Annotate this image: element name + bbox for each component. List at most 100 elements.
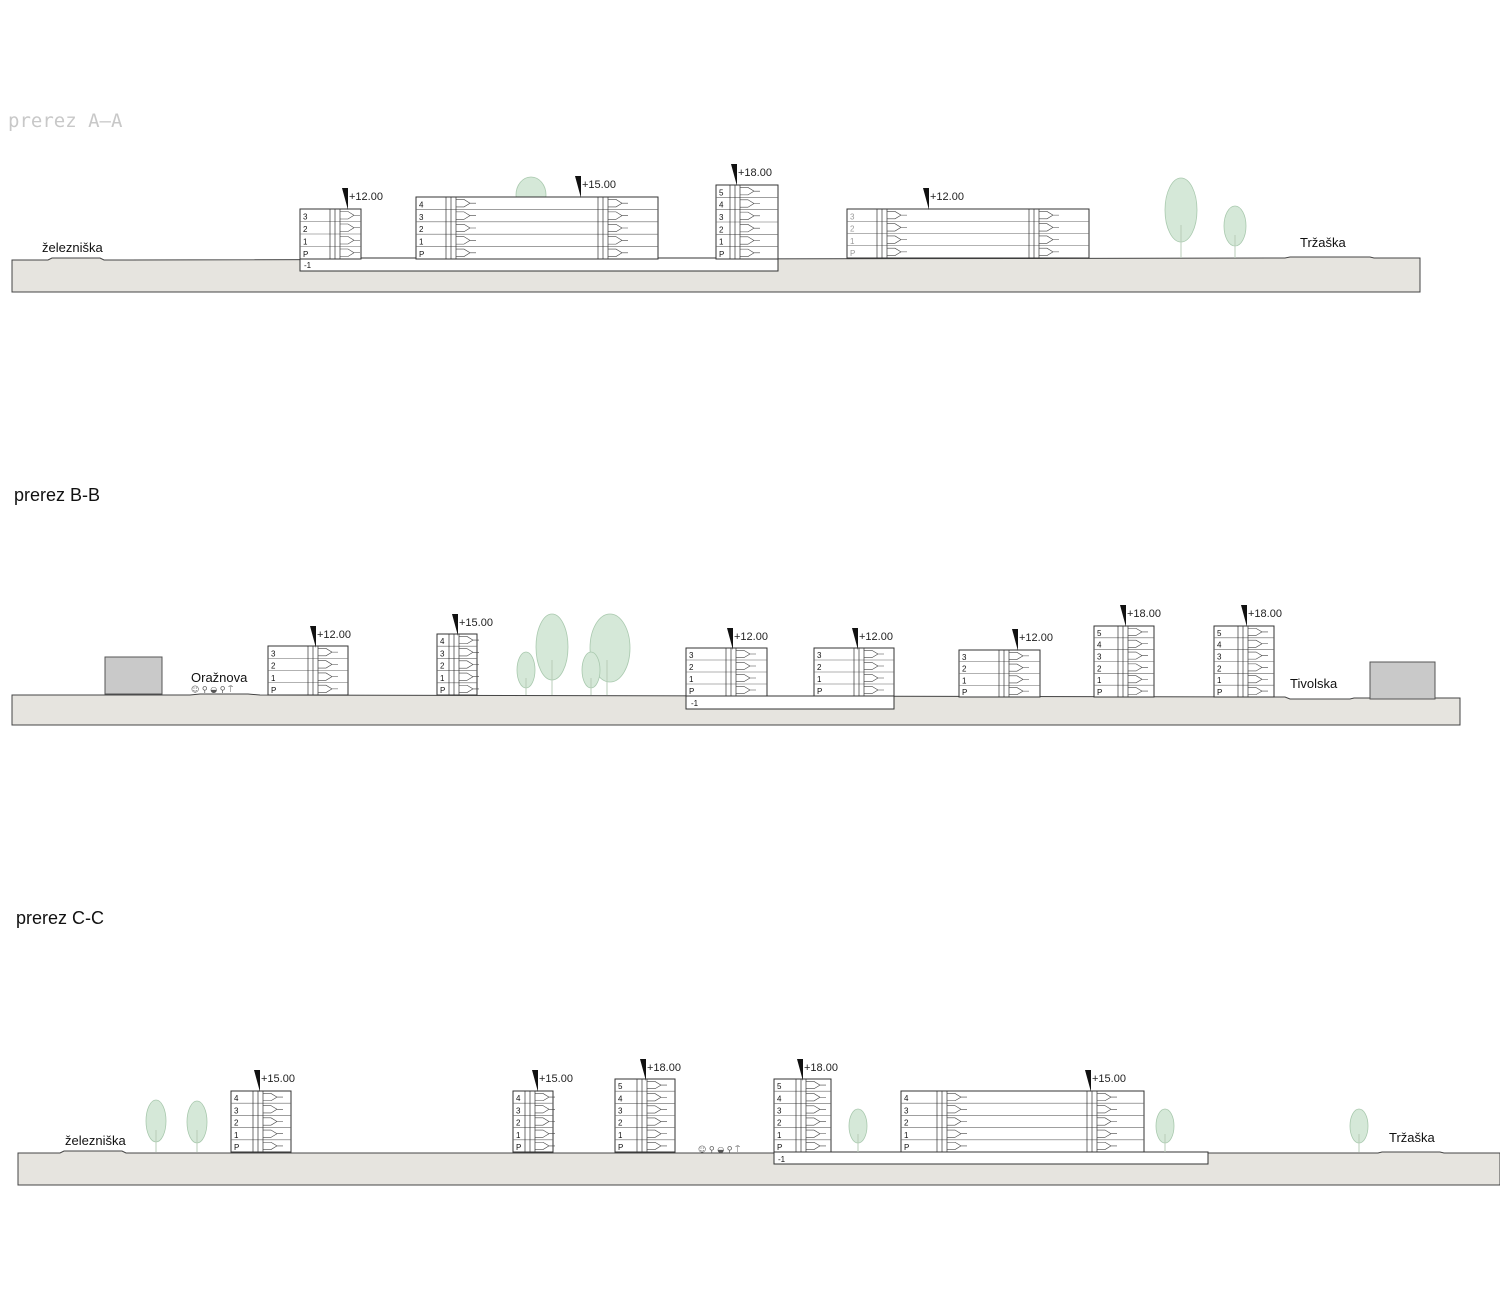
stair-fan bbox=[736, 674, 756, 682]
stair-fan bbox=[1039, 235, 1059, 244]
height-label: +15.00 bbox=[539, 1073, 573, 1085]
height-marker: +18.00 bbox=[731, 164, 772, 186]
height-label: +12.00 bbox=[859, 631, 893, 643]
basement-a-label: -1 bbox=[304, 261, 312, 270]
floor-label: 1 bbox=[850, 237, 855, 246]
stair-fan bbox=[1248, 639, 1268, 648]
stair-fan bbox=[459, 636, 479, 645]
building-outline bbox=[900, 1090, 1145, 1153]
stair-fan bbox=[740, 211, 760, 220]
floor-label: 1 bbox=[817, 675, 822, 684]
stair-fan bbox=[647, 1117, 667, 1126]
height-marker: +15.00 bbox=[575, 176, 616, 198]
height-label: +12.00 bbox=[930, 191, 964, 203]
stair-fan bbox=[535, 1093, 555, 1102]
floor-label: 2 bbox=[850, 225, 855, 234]
stair-fan bbox=[647, 1081, 667, 1090]
floor-label: 3 bbox=[303, 213, 308, 222]
stair-fan bbox=[1128, 651, 1148, 660]
stair-fan bbox=[1097, 1117, 1117, 1126]
stair-fan bbox=[1097, 1105, 1117, 1114]
stair-fan bbox=[1128, 639, 1148, 648]
stair-fan bbox=[864, 674, 884, 682]
stair-fan bbox=[608, 236, 628, 245]
floor-label: P bbox=[817, 687, 822, 696]
floor-label: 5 bbox=[777, 1082, 782, 1091]
height-flag-icon bbox=[575, 176, 581, 198]
stair-fan bbox=[263, 1117, 283, 1126]
stair-fan bbox=[459, 684, 479, 693]
floor-label: 1 bbox=[777, 1131, 782, 1140]
stair-fan bbox=[806, 1129, 826, 1138]
stair-fan bbox=[1009, 652, 1029, 660]
stair-fan bbox=[318, 648, 338, 657]
stair-fan bbox=[263, 1105, 283, 1114]
section-c-title: prerez C-C bbox=[16, 908, 104, 928]
floor-label: 1 bbox=[1097, 676, 1102, 685]
stair-fan bbox=[740, 199, 760, 208]
height-label: +18.00 bbox=[1248, 608, 1282, 620]
height-marker: +15.00 bbox=[452, 614, 493, 636]
height-marker: +15.00 bbox=[532, 1070, 573, 1092]
street-label-oraznova: Oražnova bbox=[191, 670, 248, 685]
floor-label: P bbox=[904, 1143, 909, 1152]
floor-label: 4 bbox=[1097, 641, 1102, 650]
height-marker: +18.00 bbox=[797, 1059, 838, 1081]
floor-label: 2 bbox=[618, 1119, 623, 1128]
stair-fan bbox=[1248, 651, 1268, 660]
floor-label: 3 bbox=[234, 1106, 239, 1115]
stair-fan bbox=[736, 650, 756, 658]
stair-fan bbox=[263, 1141, 283, 1150]
height-flag-icon bbox=[640, 1059, 646, 1081]
height-label: +12.00 bbox=[317, 629, 351, 641]
height-flag-icon bbox=[452, 614, 458, 636]
stair-fan bbox=[456, 211, 476, 220]
floor-label: 2 bbox=[440, 662, 445, 671]
height-label: +15.00 bbox=[1092, 1073, 1126, 1085]
stair-fan bbox=[740, 248, 760, 257]
stair-fan bbox=[887, 247, 907, 256]
stair-fan bbox=[947, 1105, 967, 1114]
stair-fan bbox=[947, 1129, 967, 1138]
floor-label: P bbox=[689, 687, 694, 696]
stair-fan bbox=[263, 1129, 283, 1138]
height-marker: +12.00 bbox=[1012, 629, 1053, 651]
stair-fan bbox=[864, 686, 884, 694]
floor-label: 2 bbox=[303, 225, 308, 234]
floor-label: 3 bbox=[904, 1106, 909, 1115]
floor-label: P bbox=[234, 1143, 239, 1152]
stair-fan bbox=[1128, 663, 1148, 672]
stair-fan bbox=[740, 224, 760, 233]
floor-label: 4 bbox=[516, 1094, 521, 1103]
street-label-trzaska: Tržaška bbox=[1389, 1130, 1436, 1145]
stair-fan bbox=[1039, 247, 1059, 256]
height-marker: +15.00 bbox=[254, 1070, 295, 1092]
floor-label: 4 bbox=[1217, 641, 1222, 650]
street-label-tivolska: Tivolska bbox=[1290, 676, 1338, 691]
stair-fan bbox=[459, 672, 479, 681]
floor-label: 1 bbox=[618, 1131, 623, 1140]
floor-label: 5 bbox=[618, 1082, 623, 1091]
stair-fan bbox=[1009, 687, 1029, 695]
stair-fan bbox=[1039, 211, 1059, 220]
height-flag-icon bbox=[1085, 1070, 1091, 1092]
stair-fan bbox=[864, 662, 884, 670]
floor-label: 5 bbox=[719, 188, 724, 197]
stair-fan bbox=[318, 684, 338, 693]
floor-label: 4 bbox=[440, 637, 445, 646]
floor-label: 4 bbox=[719, 201, 724, 210]
floor-label: 2 bbox=[962, 665, 967, 674]
height-marker: +12.00 bbox=[923, 188, 964, 210]
people-figures: ☺ ⚲ ◒ ⚲ ⍑ bbox=[191, 685, 233, 694]
floor-label: 1 bbox=[1217, 676, 1222, 685]
height-marker: +18.00 bbox=[1120, 605, 1161, 627]
floor-label: 2 bbox=[719, 225, 724, 234]
section-b-title: prerez B-B bbox=[14, 485, 100, 505]
